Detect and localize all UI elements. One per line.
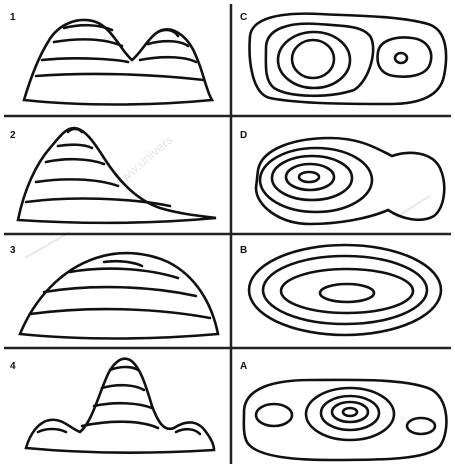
contour-label-c: C xyxy=(240,12,247,23)
profile-label-4: 4 xyxy=(10,361,16,372)
contour-label-d: D xyxy=(240,130,247,141)
profile-label-3: 3 xyxy=(10,245,16,256)
contour-label-a: A xyxy=(240,361,247,372)
contour-label-b: B xyxy=(240,245,247,256)
profile-label-1: 1 xyxy=(10,12,16,23)
profile-label-2: 2 xyxy=(10,130,16,141)
